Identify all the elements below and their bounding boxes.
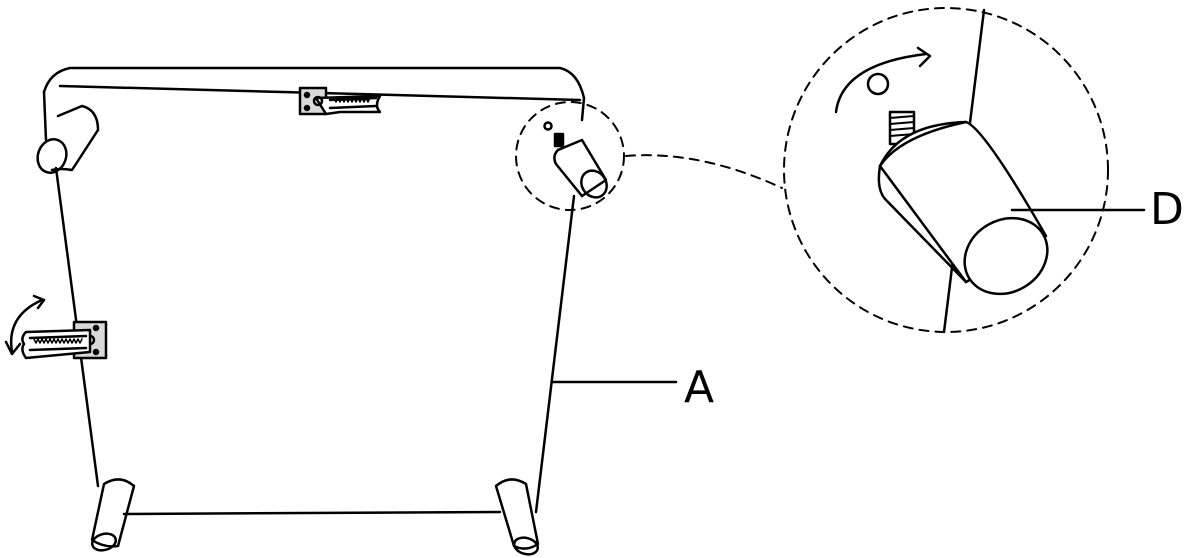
top-rail xyxy=(42,66,586,100)
zoom-rotation-arrow-icon xyxy=(834,46,932,114)
hinge-bracket-top xyxy=(298,86,382,116)
leg-top-right xyxy=(543,121,608,199)
callout-label-d: D xyxy=(1150,184,1184,235)
leg-top-left xyxy=(36,104,100,174)
item-body-a xyxy=(42,66,586,516)
hinge-bracket-side xyxy=(21,320,108,360)
bottom-rail xyxy=(122,510,502,516)
right-side xyxy=(534,96,586,514)
detail-connector xyxy=(625,154,783,189)
leg-d xyxy=(877,120,1049,296)
leg-bottom-right xyxy=(494,478,540,556)
zoom-hole xyxy=(866,72,890,96)
detail-circle-large xyxy=(783,7,1109,333)
callout-label-a: A xyxy=(684,362,715,413)
detail-circle-small xyxy=(515,101,625,211)
leg-bottom-left xyxy=(90,478,136,552)
detail-zoom xyxy=(783,7,1109,334)
left-side xyxy=(42,90,100,488)
rotation-arrow-icon xyxy=(4,294,46,356)
